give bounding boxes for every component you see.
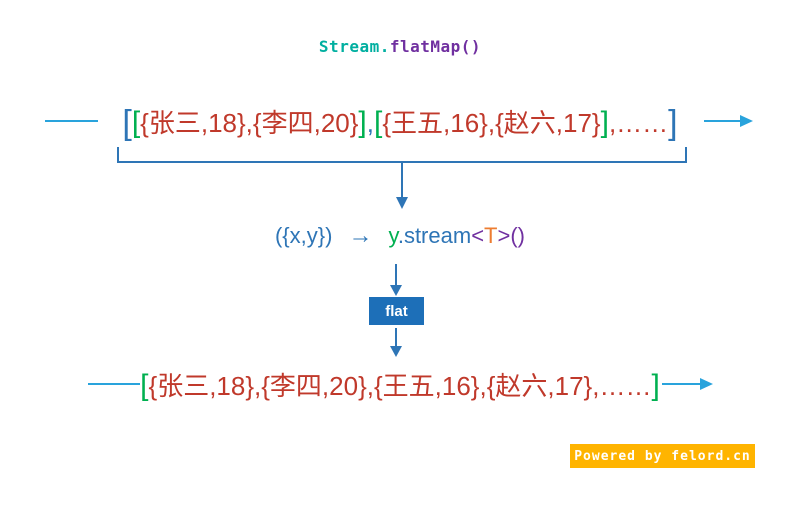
- stream-method: .stream: [397, 223, 472, 248]
- powered-by-badge: Powered by felord.cn: [570, 444, 755, 468]
- inner-list2-open-bracket: [: [374, 106, 383, 140]
- result-content: {张三,18},{李四,20},{王五,16},{赵六,17}: [148, 371, 593, 402]
- outer-close-bracket: ]: [668, 104, 678, 143]
- title-stream: Stream.: [318, 37, 390, 56]
- result-open-bracket: [: [140, 369, 149, 403]
- title-flatmap: flatMap: [389, 37, 461, 56]
- method-parens: (): [510, 223, 526, 248]
- generic-open: <: [471, 223, 485, 248]
- inner-list2-content: {王五,16},{赵六,17}: [382, 108, 601, 139]
- list-separator: ,: [366, 108, 374, 139]
- maps-to-arrow-icon: →: [348, 222, 373, 249]
- flat-operation-badge: flat: [369, 297, 424, 325]
- powered-by-label: Powered by felord.cn: [574, 448, 751, 464]
- down-arrow-to-flat-icon: [390, 264, 402, 296]
- generic-close: >: [497, 223, 511, 248]
- flattened-list-expression: [{张三,18},{李四,20},{王五,16},{赵六,17},……]: [0, 367, 800, 403]
- result-close-bracket: ]: [651, 369, 660, 403]
- lambda-param: ({x,y}): [274, 223, 333, 248]
- group-brace: [117, 147, 687, 163]
- down-arrow-from-flat-icon: [390, 328, 402, 357]
- flat-badge-label: flat: [385, 302, 408, 320]
- lambda-var: y: [388, 223, 398, 248]
- outer-open-bracket: [: [122, 104, 132, 143]
- brace-down-arrow-icon: [396, 162, 408, 209]
- title-parens: (): [460, 37, 482, 56]
- generic-type: T: [484, 223, 498, 248]
- inner-list1-close-bracket: ]: [358, 106, 367, 140]
- inner-list1-content: {张三,18},{李四,20}: [140, 108, 359, 139]
- result-ellipsis: ,……: [592, 371, 652, 402]
- list-ellipsis: ,……: [608, 108, 669, 139]
- inner-list1-open-bracket: [: [131, 106, 141, 140]
- inner-list2-close-bracket: ]: [600, 106, 609, 140]
- nested-list-expression: [[{张三,18},{李四,20}],[{王五,16},{赵六,17}],……]: [0, 104, 800, 140]
- diagram-title: Stream.flatMap(): [0, 37, 800, 56]
- lambda-mapping: ({x,y}) → y.stream<T>(): [0, 222, 800, 250]
